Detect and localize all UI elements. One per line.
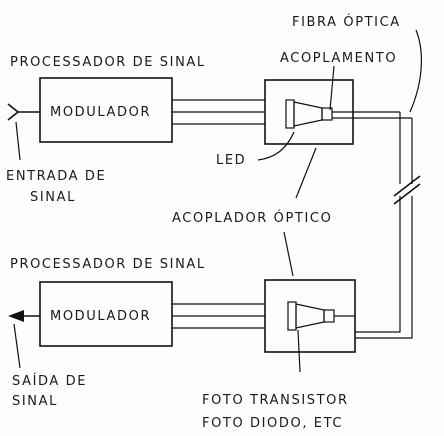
label-processador-top: PROCESSADOR DE SINAL (10, 55, 206, 70)
output-arrow-head (8, 310, 24, 322)
acoplador-pointer-bottom (283, 231, 294, 277)
modulador-box-top (39, 77, 173, 143)
led-emitter-top (285, 99, 333, 129)
foto-pointer (297, 329, 301, 373)
saida-pointer (13, 323, 21, 369)
fibra-pointer (409, 29, 422, 113)
label-modulador-bottom: MODULADOR (50, 309, 151, 324)
input-arrow (7, 103, 40, 121)
led-pointer (257, 131, 295, 161)
label-saida-2: SINAL (12, 394, 58, 409)
optical-fiber (355, 112, 413, 339)
label-led: LED (216, 153, 246, 168)
signal-lines-bottom (172, 303, 265, 329)
label-foto-transistor: FOTO TRANSISTOR (202, 393, 349, 408)
photodetector-bottom (287, 301, 335, 331)
acoplador-pointer-top (295, 147, 317, 199)
fiber-break (393, 175, 421, 205)
entrada-pointer (15, 121, 21, 161)
fiber-top-out (332, 111, 412, 119)
label-acoplador-optico: ACOPLADOR ÓPTICO (172, 210, 332, 226)
label-saida-1: SAÍDA DE (12, 373, 87, 389)
label-entrada-2: SINAL (30, 190, 76, 205)
signal-lines-top (172, 99, 265, 125)
label-acoplamento: ACOPLAMENTO (280, 51, 397, 66)
label-foto-diodo: FOTO DIODO, ETC (202, 416, 343, 431)
label-processador-bottom: PROCESSADOR DE SINAL (10, 257, 206, 272)
modulador-box-bottom (39, 281, 173, 347)
acoplamento-pointer (329, 65, 335, 111)
label-entrada-1: ENTRADA DE (6, 169, 106, 184)
label-fibra-optica: FIBRA ÓPTICA (292, 14, 401, 30)
label-modulador-top: MODULADOR (50, 105, 151, 120)
